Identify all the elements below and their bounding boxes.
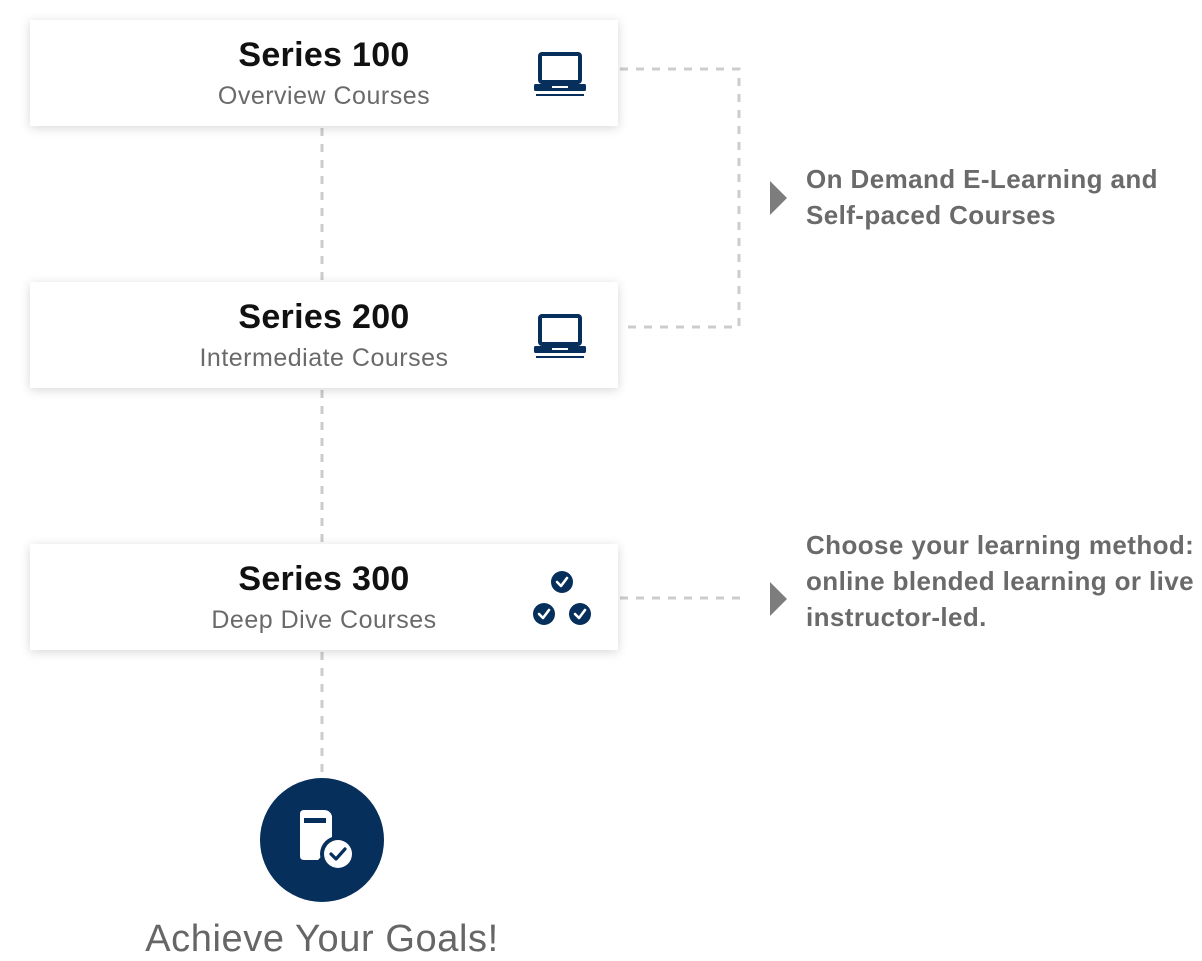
series-100-subtitle: Overview Courses (217, 82, 431, 110)
elearning-note: On Demand E-Learning and Self-paced Cour… (806, 164, 1158, 230)
book-check-icon (300, 810, 356, 872)
series-200-subtitle: Intermediate Courses (199, 344, 449, 372)
series-300-subtitle: Deep Dive Courses (211, 606, 437, 634)
series-200-title: Series 200 (238, 298, 410, 336)
checkmarks-icon (528, 568, 594, 628)
series-300-title: Series 300 (238, 560, 410, 598)
series-300-card: Series 300 Deep Dive Courses (30, 544, 618, 650)
goal-label: Achieve Your Goals! (145, 918, 499, 960)
laptop-icon (532, 50, 592, 100)
series-100-title: Series 100 (238, 36, 410, 74)
learning-method-note: Choose your learning method: online blen… (806, 530, 1195, 632)
elearning-bracket (620, 67, 741, 329)
series-200-card: Series 200 Intermediate Courses (30, 282, 618, 388)
laptop-icon (532, 312, 592, 362)
goal-circle (260, 778, 384, 902)
learning-method-arrow-icon (770, 582, 787, 616)
series-100-card: Series 100 Overview Courses (30, 20, 618, 126)
elearning-arrow-icon (770, 181, 787, 215)
